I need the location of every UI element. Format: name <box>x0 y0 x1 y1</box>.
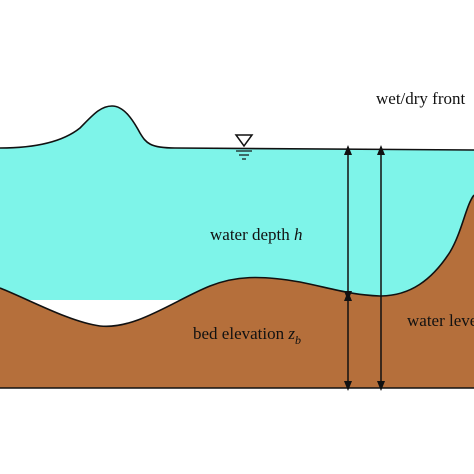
water-body <box>0 106 474 300</box>
bed-elevation-text: bed elevation <box>193 324 288 343</box>
bed-outline <box>0 194 474 328</box>
water-depth-text: water depth <box>210 225 294 244</box>
water-level-label: water level <box>407 311 474 330</box>
bed-elevation-subscript: b <box>295 333 301 347</box>
water-depth-label: water depth h <box>210 225 303 244</box>
water-depth-symbol: h <box>294 225 303 244</box>
wet-dry-front-label: wet/dry front <box>376 89 466 108</box>
free-surface-triangle-icon <box>234 134 254 160</box>
bed-elevation-label: bed elevation zb <box>193 324 301 347</box>
bed-elevation-symbol: z <box>287 324 295 343</box>
water-surface-line <box>0 105 474 151</box>
bed-ground <box>0 195 474 388</box>
